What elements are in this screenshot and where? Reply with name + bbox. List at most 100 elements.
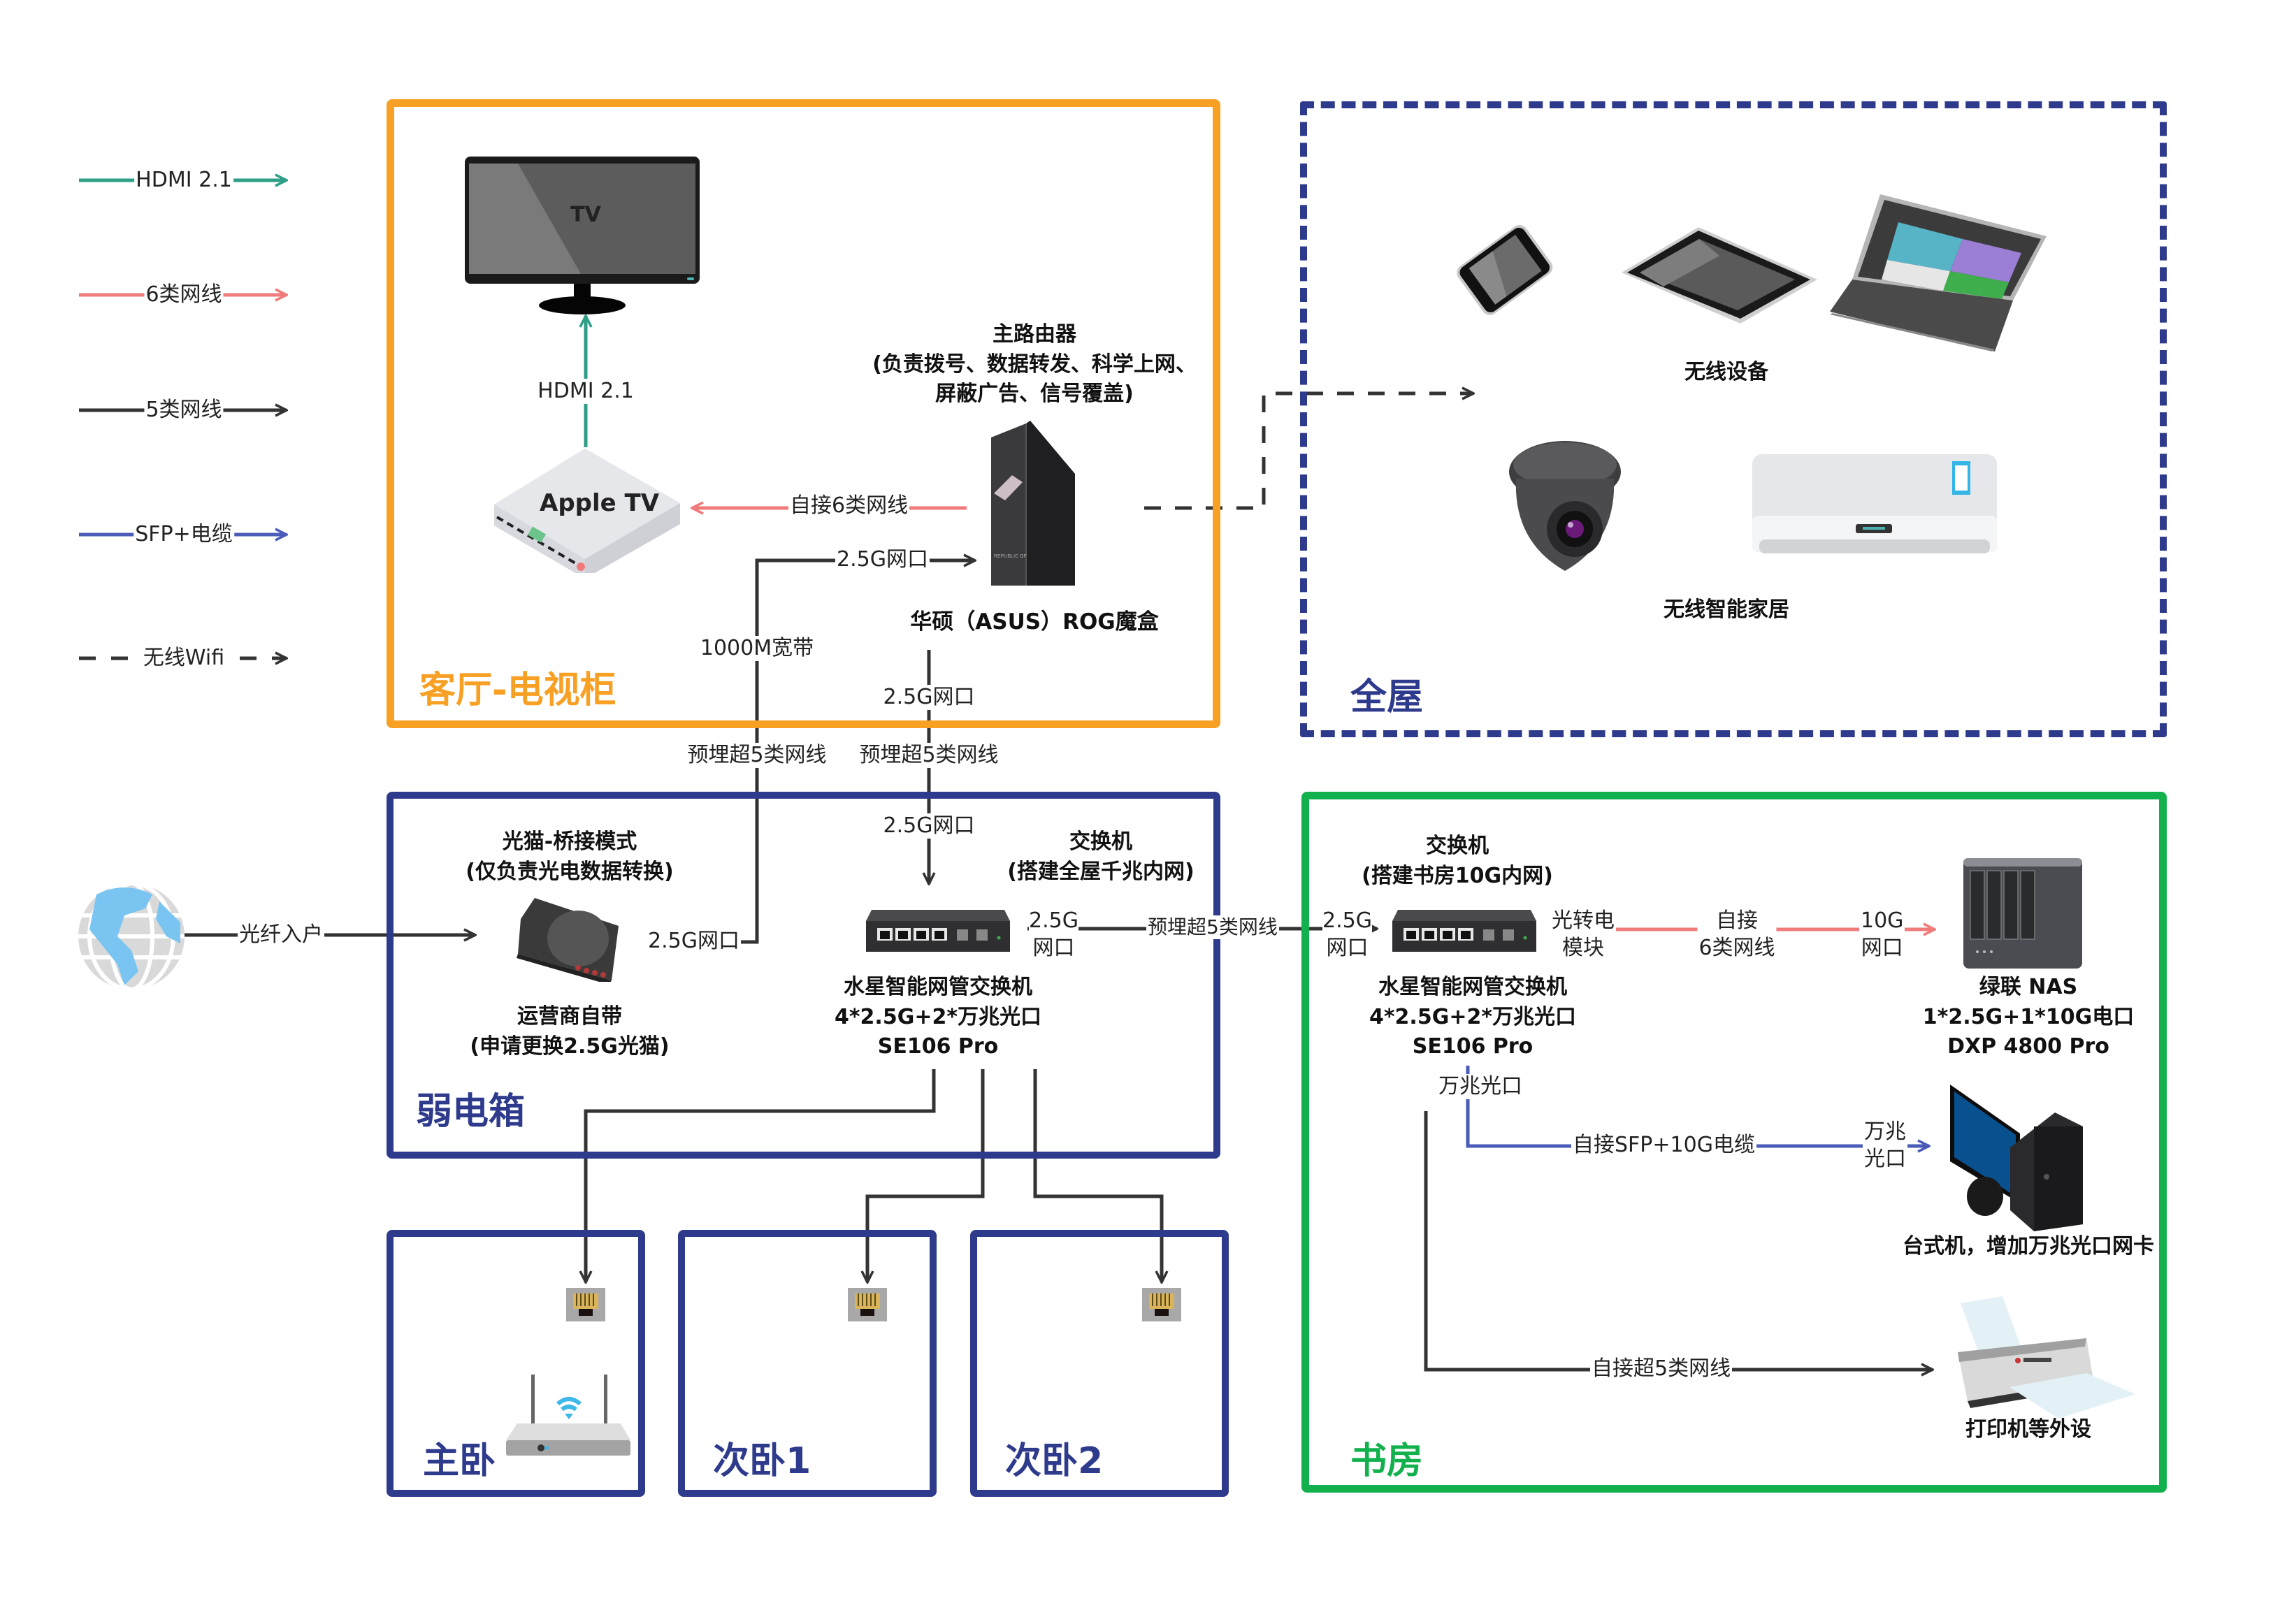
- study-switch-port-in-line-1: 2.5G: [1322, 907, 1372, 934]
- nas-port-line-1: 10G: [1861, 908, 1904, 933]
- main-switch-caption-line-1: 交换机: [1069, 829, 1132, 854]
- modem-port-label: 2.5G网口: [647, 929, 741, 954]
- study-switch-model: 水星智能网管交换机 4*2.5G+2*万兆光口 SE106 Pro: [1369, 973, 1576, 1062]
- pc-port-line-2: 光口: [1864, 1147, 1906, 1171]
- buried-cable-label-2: 预埋超5类网线: [858, 743, 1000, 768]
- wifi-access-point-icon: [505, 1373, 634, 1457]
- router-caption-line-1: 主路由器: [993, 322, 1076, 347]
- smart-home-label: 无线智能家居: [1664, 597, 1789, 622]
- nas-caption-line-3: DXP 4800 Pro: [1947, 1034, 2109, 1059]
- printer-cable-label: 自接超5类网线: [1590, 1356, 1733, 1382]
- ethernet-jack-bedroom1-icon: [848, 1288, 887, 1321]
- apple-tv-icon: [493, 447, 681, 579]
- nas-caption-line-1: 绿联 NAS: [1979, 975, 2078, 999]
- main-switch-icon: [865, 910, 1011, 953]
- router-icon: REPUBLIC OF: [984, 418, 1078, 587]
- modem-caption-line-1: 光猫-桥接模式: [502, 829, 637, 854]
- ethernet-jack-master-icon: [566, 1288, 605, 1321]
- zone-bedroom-2: [970, 1230, 1229, 1497]
- zone-title-master-bedroom: 主卧: [423, 1440, 496, 1482]
- legend-label-cat6: 6类网线: [144, 282, 224, 307]
- zone-study: [1301, 792, 2167, 1493]
- wireless-devices-label: 无线设备: [1684, 360, 1768, 384]
- study-switch-icon: [1391, 910, 1538, 953]
- zone-title-study: 书房: [1350, 1440, 1424, 1482]
- modem-subcaption-line-1: 运营商自带: [517, 1004, 622, 1029]
- nas-icon: [1961, 854, 2086, 969]
- desktop-label: 台式机，增加万兆光口网卡: [1903, 1234, 2154, 1259]
- fiber-in-label: 光纤入户: [238, 922, 324, 948]
- tv-icon: [463, 155, 701, 317]
- zone-title-bedroom-1: 次卧1: [713, 1440, 811, 1482]
- nas-caption-line-2: 1*2.5G+1*10G电口: [1922, 1004, 2135, 1029]
- main-switch-model-line-1: 水星智能网管交换机: [844, 975, 1032, 999]
- main-switch-port-out-line-1: 2.5G: [1029, 907, 1078, 934]
- legend-label-sfp: SFP+电缆: [134, 522, 234, 546]
- ethernet-jack-bedroom2-icon: [1142, 1288, 1181, 1321]
- main-switch-model-line-3: SE106 Pro: [877, 1034, 999, 1059]
- main-switch-port-out-label: 2.5G 网口: [1027, 907, 1080, 962]
- router-caption-line-2: (负责拨号、数据转发、科学上网、: [872, 351, 1197, 377]
- nas-caption: 绿联 NAS 1*2.5G+1*10G电口 DXP 4800 Pro: [1923, 973, 2134, 1062]
- self-cat6-line-1: 自接: [1716, 908, 1758, 933]
- zone-title-whole-house: 全屋: [1350, 676, 1424, 718]
- optical-module-label: 光转电 模块: [1550, 907, 1616, 962]
- security-camera-icon: [1506, 437, 1625, 577]
- switch-port-up-label: 2.5G网口: [881, 813, 976, 839]
- self-cat6-label: 自接 6类网线: [1697, 907, 1777, 962]
- printer-label: 打印机等外设: [1965, 1417, 2091, 1442]
- study-switch-model-line-2: 4*2.5G+2*万兆光口: [1369, 1004, 1577, 1029]
- zone-title-network-cabinet: 弱电箱: [416, 1091, 526, 1133]
- modem-caption: 光猫-桥接模式 (仅负责光电数据转换): [466, 827, 673, 887]
- sfp-cable-label: 自接SFP+10G电缆: [1571, 1133, 1756, 1158]
- study-switch-caption-line-1: 交换机: [1425, 834, 1489, 858]
- modem-subcaption-line-2: (申请更换2.5G光猫): [470, 1034, 670, 1059]
- legend-label-cat5: 5类网线: [144, 398, 224, 422]
- tablet-icon: [1615, 224, 1824, 325]
- router-caption-line-3: 屏蔽广告、信号覆盖): [935, 382, 1134, 407]
- optical-modem-icon: [514, 898, 626, 985]
- optical-module-line-2: 模块: [1562, 936, 1604, 960]
- router-port-down-label: 2.5G网口: [881, 685, 976, 710]
- study-switch-caption-line-2: (搭建书房10G内网): [1362, 863, 1553, 888]
- buried-cable-label-3: 预埋超5类网线: [1146, 915, 1279, 939]
- nas-port-label: 10G 网口: [1859, 907, 1905, 962]
- study-switch-port-in-label: 2.5G 网口: [1321, 907, 1373, 962]
- pc-port-line-1: 万兆: [1864, 1119, 1906, 1144]
- internet-globe-icon: [75, 880, 187, 992]
- nas-port-line-2: 网口: [1861, 936, 1903, 960]
- zone-title-bedroom-2: 次卧2: [1005, 1440, 1104, 1482]
- main-switch-caption-line-2: (搭建全屋千兆内网): [1007, 859, 1195, 884]
- zone-whole-house: [1300, 101, 2167, 737]
- sfp-port-label: 万兆光口: [1437, 1074, 1524, 1099]
- air-conditioner-icon: [1751, 453, 1999, 559]
- printer-icon: [1954, 1296, 2139, 1419]
- legend-label-hdmi: HDMI 2.1: [134, 168, 233, 192]
- main-switch-port-out-line-2: 网口: [1029, 934, 1078, 962]
- study-switch-port-in-line-2: 网口: [1322, 934, 1372, 962]
- main-switch-model: 水星智能网管交换机 4*2.5G+2*万兆光口 SE106 Pro: [835, 973, 1041, 1062]
- study-switch-caption: 交换机 (搭建书房10G内网): [1362, 832, 1553, 891]
- hdmi-link-label: HDMI 2.1: [536, 379, 635, 404]
- router-appletv-link-label: 自接6类网线: [788, 493, 910, 519]
- svg-text:REPUBLIC OF: REPUBLIC OF: [994, 554, 1027, 559]
- zone-master-bedroom: [387, 1230, 645, 1497]
- optical-module-line-1: 光转电: [1552, 908, 1615, 933]
- router-name: 华硕（ASUS）ROG魔盒: [910, 609, 1159, 635]
- broadband-label: 1000M宽带: [698, 636, 816, 661]
- study-switch-model-line-1: 水星智能网管交换机: [1378, 975, 1567, 999]
- apple-tv-label: Apple TV: [540, 489, 660, 517]
- laptop-icon: [1830, 194, 2054, 351]
- zone-title-living-room: 客厅-电视柜: [419, 669, 616, 711]
- buried-cable-label-1: 预埋超5类网线: [686, 743, 828, 768]
- main-switch-model-line-2: 4*2.5G+2*万兆光口: [834, 1004, 1042, 1029]
- desktop-computer-icon: [1943, 1085, 2090, 1231]
- zone-living-room: [387, 99, 1220, 728]
- modem-caption-line-2: (仅负责光电数据转换): [466, 859, 674, 884]
- study-switch-model-line-3: SE106 Pro: [1412, 1034, 1534, 1059]
- self-cat6-line-2: 6类网线: [1698, 936, 1775, 960]
- smartphone-icon: [1429, 213, 1580, 328]
- legend-label-wifi: 无线Wifi: [141, 646, 226, 670]
- modem-subcaption: 运营商自带 (申请更换2.5G光猫): [470, 1002, 669, 1061]
